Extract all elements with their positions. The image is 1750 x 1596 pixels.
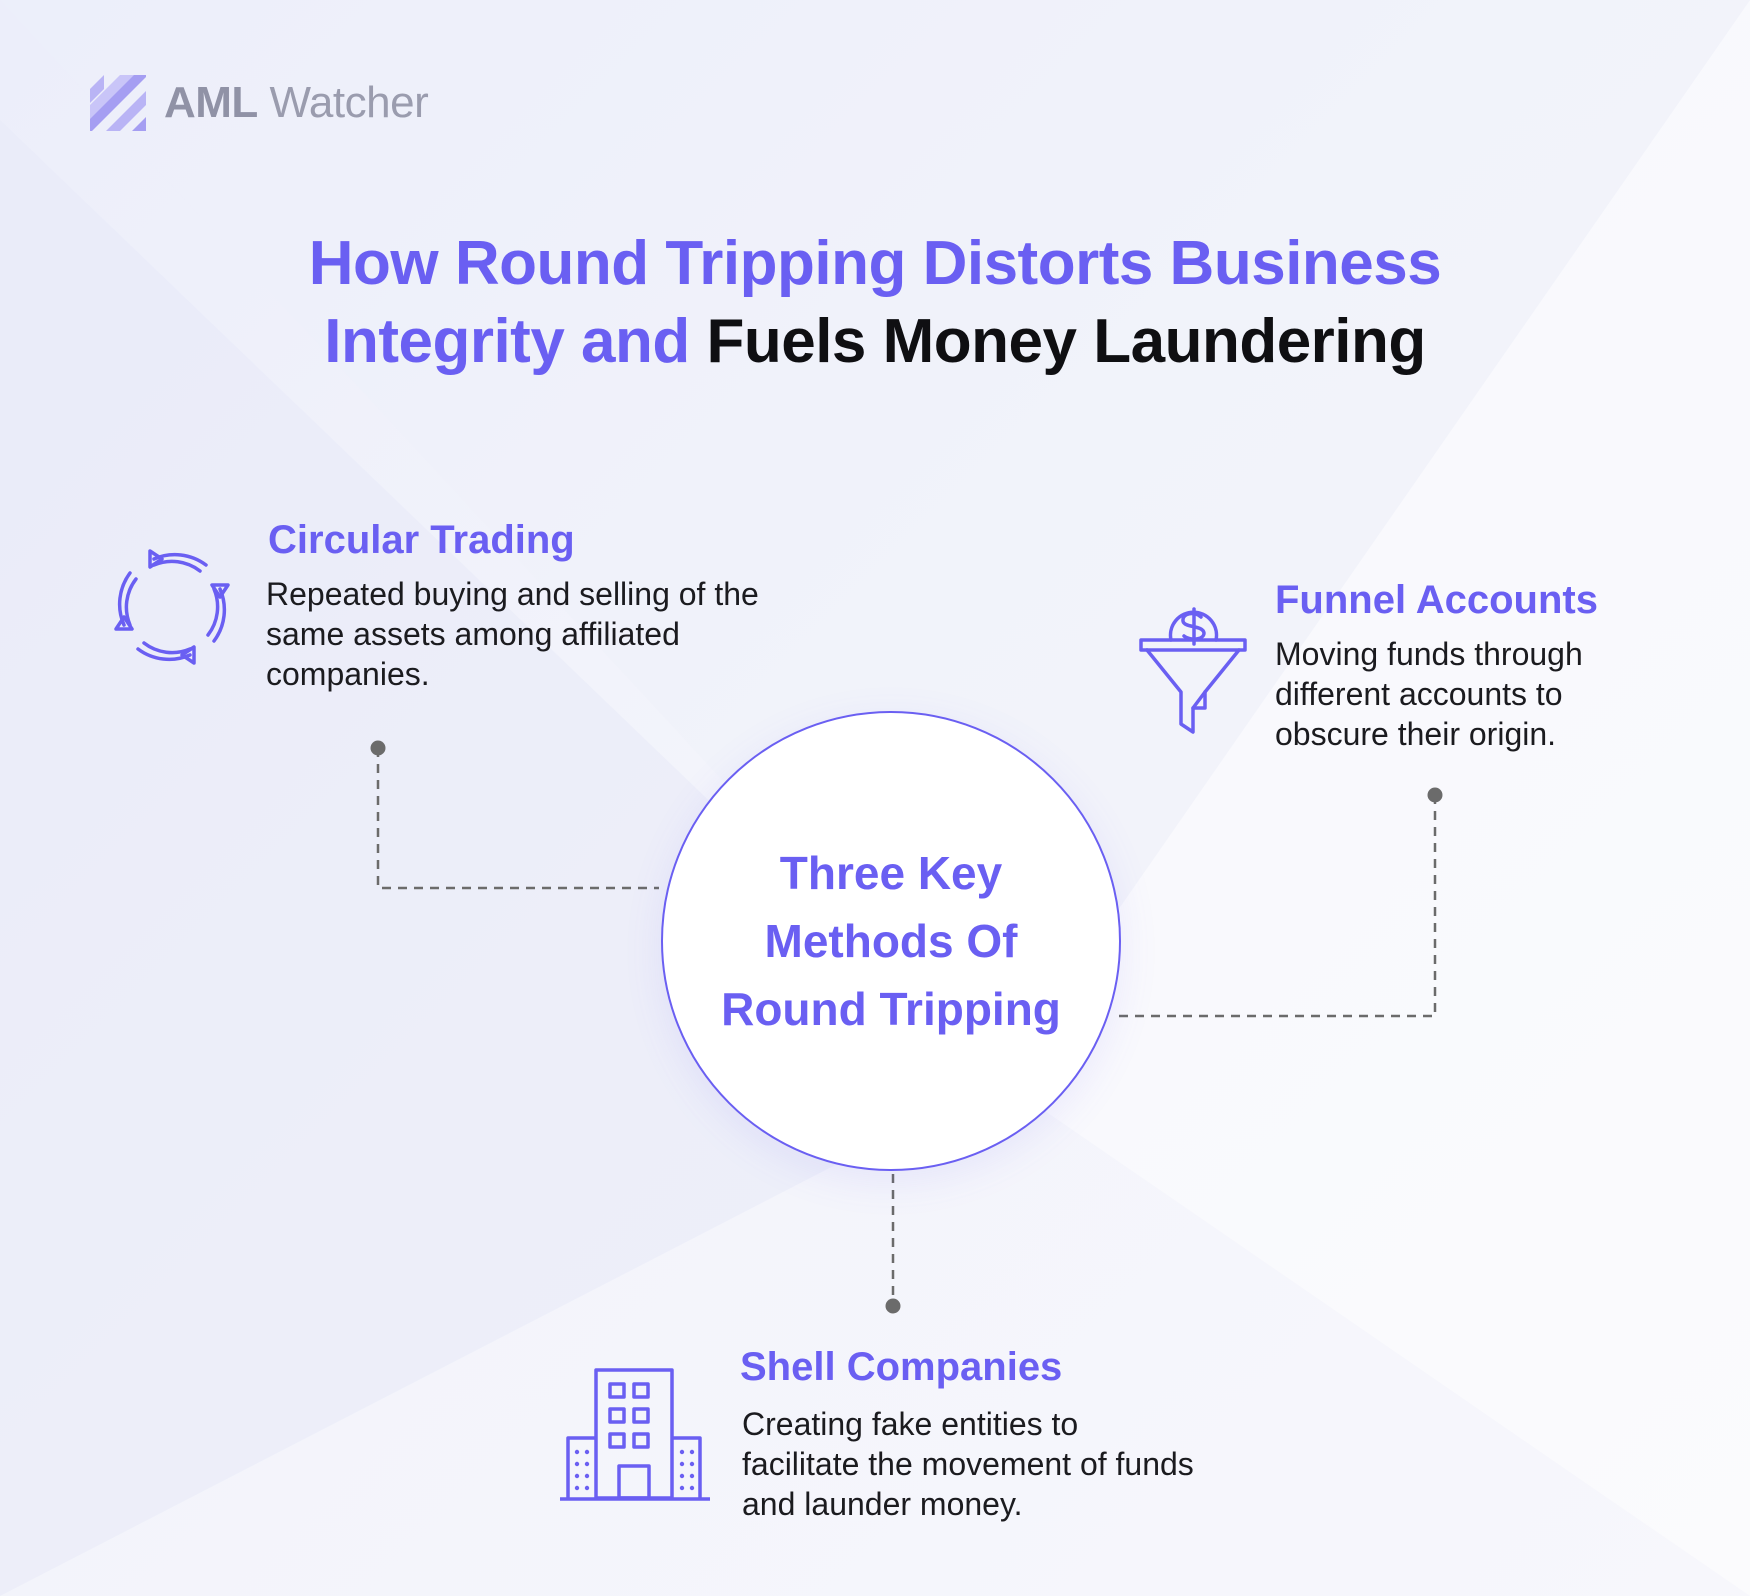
funnel-accounts-description: Moving funds through different accounts …	[1275, 636, 1583, 752]
funnel-accounts-title: Funnel Accounts	[1275, 578, 1598, 622]
dollar-funnel-icon	[1139, 607, 1247, 734]
connector-circular-trading	[376, 748, 659, 890]
center-hub-label: Three Key Methods Of Round Tripping	[721, 847, 1061, 1035]
circular-trading-description: Repeated buying and selling of the same …	[266, 576, 759, 692]
connector-dot-funnel	[1427, 787, 1443, 803]
office-building-icon	[560, 1368, 710, 1501]
stripes-logo-icon	[90, 75, 146, 131]
title-line-2: Integrity and Fuels Money Laundering	[324, 307, 1426, 376]
center-hub: Three Key Methods Of Round Tripping	[661, 711, 1121, 1171]
connector-dot-circular	[370, 740, 386, 756]
page-title: How Round Tripping Distorts Business Int…	[0, 225, 1750, 381]
brand-logo[interactable]: AML Watcher	[90, 75, 429, 131]
connector-dot-shell	[885, 1298, 901, 1314]
connector-funnel-accounts	[1119, 795, 1437, 1018]
brand-wordmark: AML Watcher	[164, 78, 429, 127]
circular-trading-title: Circular Trading	[268, 518, 575, 562]
title-line-1: How Round Tripping Distorts Business	[308, 229, 1442, 298]
circular-arrows-icon	[114, 549, 230, 665]
shell-companies-description: Creating fake entities to facilitate the…	[742, 1406, 1194, 1522]
shell-companies-title: Shell Companies	[740, 1345, 1063, 1389]
